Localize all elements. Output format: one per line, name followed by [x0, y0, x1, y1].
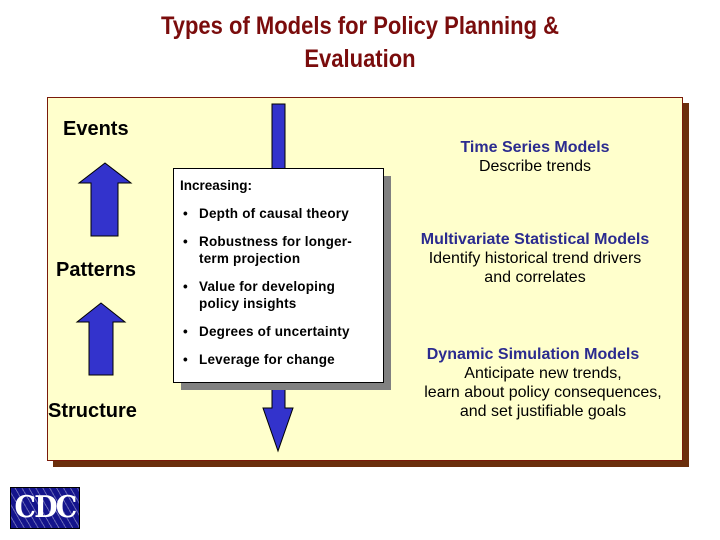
increasing-box: Increasing: • Depth of causal theory • R… — [173, 168, 384, 383]
bullet-icon: • — [183, 279, 188, 294]
up-arrow-icon — [77, 162, 133, 237]
model-dynamic-simulation: Dynamic Simulation Models Anticipate new… — [398, 345, 688, 421]
model-name: Dynamic Simulation Models — [426, 346, 640, 363]
level-patterns: Patterns — [56, 259, 137, 281]
list-item: • Robustness for longer- term projection — [183, 234, 352, 266]
logo-text: CDC — [14, 490, 77, 525]
cdc-logo: CDC — [10, 487, 80, 529]
model-description: and correlates — [484, 269, 586, 286]
title-line-1: Types of Models for Policy Planning & — [160, 12, 560, 40]
up-arrow-icon — [75, 302, 127, 376]
bullet-icon: • — [183, 324, 188, 339]
list-item: • Value for developing policy insights — [183, 279, 336, 311]
model-description: Anticipate new trends, — [464, 365, 622, 382]
diagram-panel — [47, 97, 683, 461]
bullet-icon: • — [183, 352, 188, 367]
slide-title: Types of Models for Policy Planning & Ev… — [43, 10, 677, 76]
model-description: and set justifiable goals — [459, 403, 627, 420]
bullet-icon: • — [183, 234, 188, 249]
increasing-label: Increasing: — [180, 178, 253, 193]
model-description: Identify historical trend drivers — [428, 250, 642, 267]
model-description: learn about policy consequences, — [424, 384, 662, 401]
list-item: • Degrees of uncertainty — [183, 324, 350, 339]
model-multivariate-statistical: Multivariate Statistical Models Identify… — [395, 230, 675, 287]
title-line-2: Evaluation — [304, 45, 416, 73]
list-item: • Depth of causal theory — [183, 206, 349, 221]
level-events: Events — [63, 118, 129, 140]
model-time-series: Time Series Models Describe trends — [410, 138, 660, 176]
increasing-list: • Depth of causal theory • Robustness fo… — [180, 205, 352, 379]
level-structure: Structure — [48, 400, 137, 422]
model-name: Time Series Models — [460, 139, 610, 156]
list-item: • Leverage for change — [183, 352, 335, 367]
model-name: Multivariate Statistical Models — [420, 231, 650, 248]
logo-stripes — [11, 488, 79, 528]
model-description: Describe trends — [478, 158, 592, 175]
bullet-icon: • — [183, 206, 188, 221]
